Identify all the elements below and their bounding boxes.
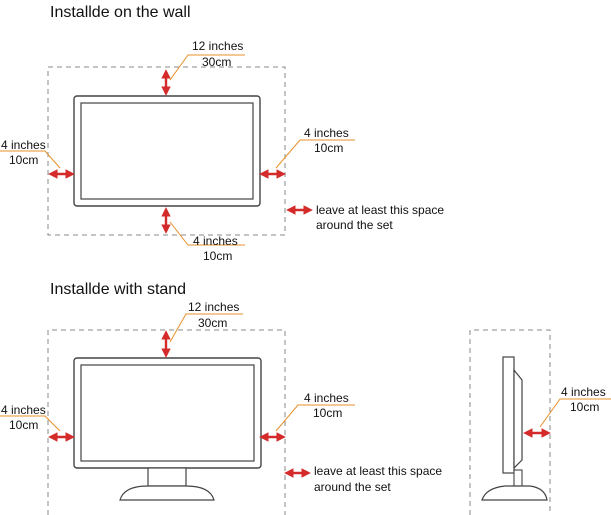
wall-legend-line1: leave at least this space	[316, 203, 444, 217]
wall-top-inches: 12 inches	[192, 39, 243, 53]
stand-left-leader	[0, 415, 61, 432]
side-monitor-panel	[502, 356, 515, 474]
stand-side-cm: 10cm	[570, 400, 599, 414]
stand-top-leader	[169, 313, 243, 343]
side-base	[481, 485, 548, 501]
wall-right-leader	[275, 139, 355, 169]
stand-base	[119, 485, 215, 501]
side-monitor-back	[513, 368, 523, 470]
wall-top-cm: 30cm	[202, 55, 231, 69]
side-neck	[513, 469, 523, 487]
stand-monitor-screen	[80, 364, 255, 462]
stand-right-leader	[275, 404, 355, 432]
wall-section: Installde on the wall 12 inches 30cm 4 i…	[0, 4, 444, 263]
stand-side-inches: 4 inches	[561, 385, 606, 399]
stand-side-clearance-boundary	[469, 329, 551, 515]
wall-bottom-inches: 4 inches	[193, 234, 238, 248]
side-monitor	[481, 356, 548, 501]
wall-monitor-screen	[80, 102, 254, 200]
wall-legend-line2: around the set	[316, 218, 393, 232]
stand-right-inches: 4 inches	[304, 391, 349, 405]
stand-left-cm: 10cm	[9, 418, 38, 432]
wall-left-leader	[0, 150, 61, 169]
wall-right-inches: 4 inches	[304, 126, 349, 140]
wall-clearance-boundary	[47, 66, 286, 236]
stand-legend-line1: leave at least this space	[314, 464, 442, 478]
stand-section: Installde with stand 12 inches 30cm 4 in…	[0, 281, 611, 515]
stand-monitor	[73, 357, 262, 501]
stand-side-leader	[539, 398, 611, 428]
wall-left-cm: 10cm	[9, 153, 38, 167]
stand-top-cm: 30cm	[198, 316, 227, 330]
wall-left-inches: 4 inches	[1, 138, 46, 152]
wall-bottom-leader	[169, 221, 245, 246]
stand-title: Installde with stand	[50, 281, 186, 298]
stand-neck	[147, 467, 187, 487]
wall-monitor	[73, 95, 261, 207]
stand-side-view: 4 inches 10cm	[469, 329, 611, 515]
wall-bottom-cm: 10cm	[203, 249, 232, 263]
stand-right-cm: 10cm	[313, 406, 342, 420]
stand-clearance-boundary	[47, 329, 286, 515]
stand-legend-line2: around the set	[314, 480, 391, 494]
stand-left-inches: 4 inches	[1, 403, 46, 417]
wall-title: Installde on the wall	[50, 4, 191, 21]
stand-top-inches: 12 inches	[188, 300, 239, 314]
wall-top-leader	[169, 54, 245, 81]
wall-right-cm: 10cm	[314, 141, 343, 155]
